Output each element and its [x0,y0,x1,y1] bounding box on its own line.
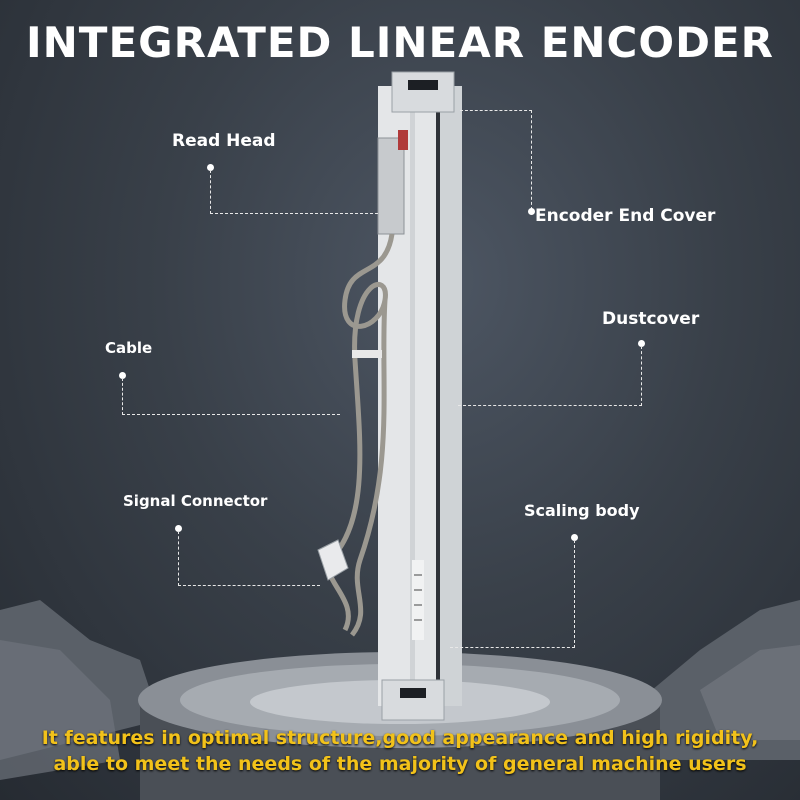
callout-dot-cable [119,372,126,379]
callout-line-cable-v [122,378,123,415]
callout-line-cable-h [122,414,340,415]
callout-line-signal-connector-v [178,531,179,586]
dustcover [436,110,440,690]
label-end-cover: Encoder End Cover [535,206,716,226]
signal-connector-plug [317,539,349,581]
label-signal-connector: Signal Connector [123,492,268,510]
label-dustcover: Dustcover [602,309,700,329]
read-head [377,137,405,235]
callout-dot-scaling-body [571,534,578,541]
label-read-head: Read Head [172,131,276,151]
caption-line-2: able to meet the needs of the majority o… [53,753,747,775]
callout-line-signal-connector-h [178,585,320,586]
callout-line-dustcover-v [641,346,642,406]
callout-line-end-cover-h [460,110,532,111]
callout-line-read-head-h [210,213,378,214]
callout-line-end-cover-v [531,110,532,210]
end-cover-top [391,71,455,113]
callout-dot-read-head [207,164,214,171]
callout-line-scaling-body-h [450,647,575,648]
end-cover-bottom [381,679,445,721]
label-cable: Cable [105,339,153,357]
page-title: INTEGRATED LINEAR ENCODER [26,18,774,67]
label-scaling-body: Scaling body [524,501,640,520]
caption-line-1: It features in optimal structure,good ap… [41,727,759,749]
callout-dot-end-cover [528,208,535,215]
callout-dot-signal-connector [175,525,182,532]
callout-line-read-head-v [210,170,211,214]
callout-dot-dustcover [638,340,645,347]
callout-line-dustcover-h [458,405,642,406]
callout-line-scaling-body-v [574,540,575,648]
